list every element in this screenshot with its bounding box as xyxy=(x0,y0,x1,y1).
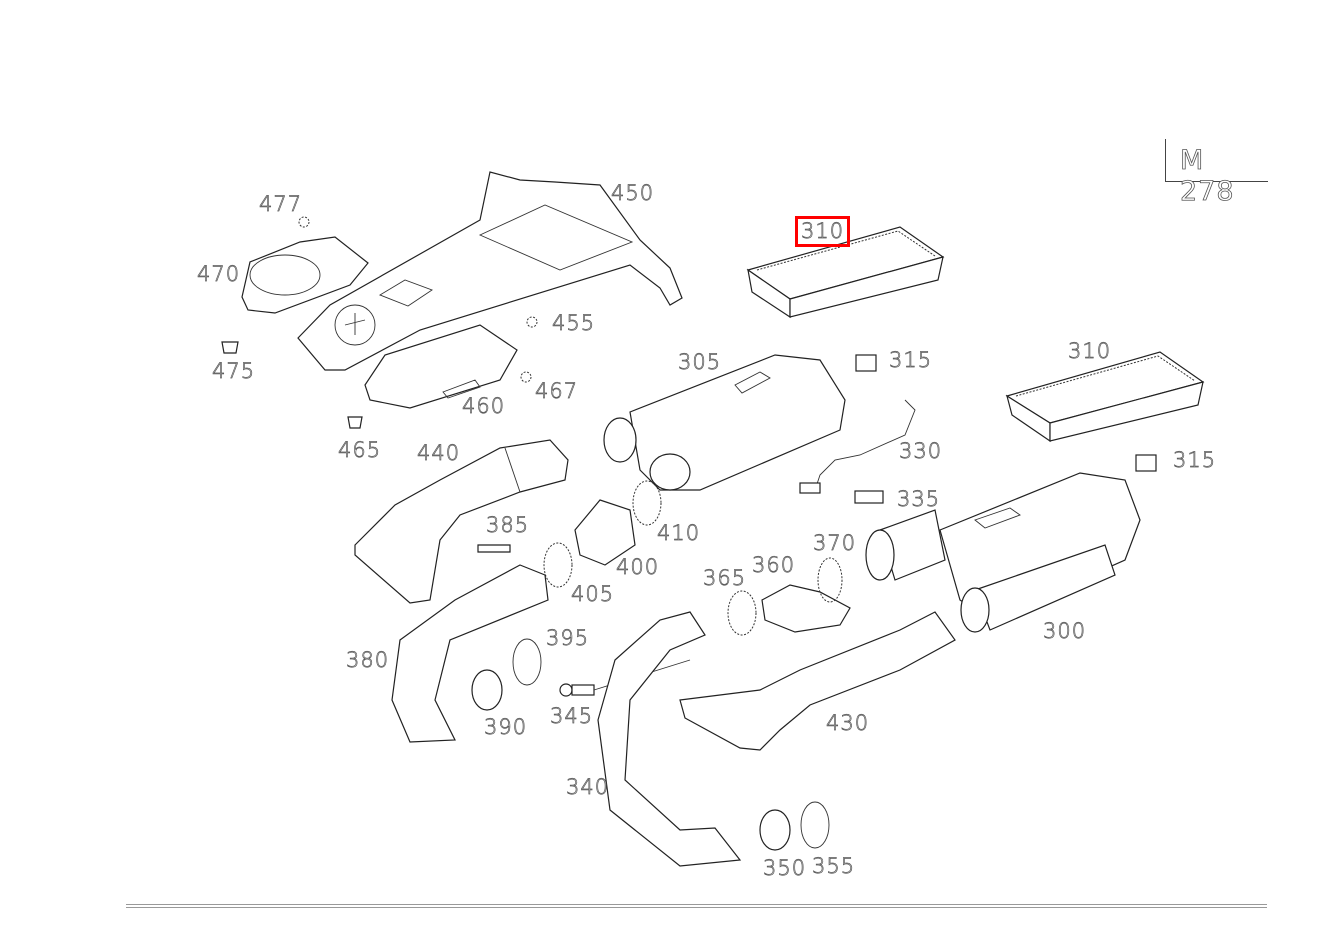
part-callout-355[interactable]: 355 xyxy=(812,854,856,878)
part-callout-465[interactable]: 465 xyxy=(338,438,382,462)
part-callout-477[interactable]: 477 xyxy=(259,192,303,216)
footer-rule-bottom xyxy=(126,907,1267,908)
filter-housing-300-drawing xyxy=(865,472,1141,633)
part-callout-467[interactable]: 467 xyxy=(535,379,579,403)
air-filter-310-left-drawing xyxy=(746,226,945,319)
footer-rule-top xyxy=(126,904,1267,905)
engine-cover-450-drawing xyxy=(297,171,683,371)
part-callout-370[interactable]: 370 xyxy=(813,531,857,555)
part-callout-310-selected[interactable]: 310 xyxy=(794,216,851,247)
air-filter-310-right-drawing xyxy=(1005,351,1205,443)
rings-and-sensors-drawing xyxy=(477,480,851,636)
part-callout-310[interactable]: 310 xyxy=(1068,339,1112,363)
fasteners-drawing xyxy=(221,216,538,429)
part-callout-335[interactable]: 335 xyxy=(897,487,941,511)
part-callout-430[interactable]: 430 xyxy=(826,711,870,735)
sensor-315-330-335-drawing xyxy=(799,354,1157,504)
part-callout-410[interactable]: 410 xyxy=(657,521,701,545)
part-callout-470[interactable]: 470 xyxy=(197,262,241,286)
part-callout-390[interactable]: 390 xyxy=(484,715,528,739)
part-callout-365[interactable]: 365 xyxy=(703,566,747,590)
part-callout-340[interactable]: 340 xyxy=(566,775,610,799)
part-callout-360[interactable]: 360 xyxy=(752,553,796,577)
part-callout-400[interactable]: 400 xyxy=(616,555,660,579)
part-callout-345[interactable]: 345 xyxy=(550,704,594,728)
part-callout-385[interactable]: 385 xyxy=(486,513,530,537)
part-callout-305[interactable]: 305 xyxy=(678,350,722,374)
part-callout-315[interactable]: 315 xyxy=(889,348,933,372)
hose-340-drawing xyxy=(597,611,830,867)
part-callout-330[interactable]: 330 xyxy=(899,439,943,463)
part-callout-405[interactable]: 405 xyxy=(571,582,615,606)
model-label: M 278 xyxy=(1180,145,1235,208)
part-callout-380[interactable]: 380 xyxy=(346,648,390,672)
part-callout-395[interactable]: 395 xyxy=(546,626,590,650)
part-callout-460[interactable]: 460 xyxy=(462,394,506,418)
part-callout-455[interactable]: 455 xyxy=(552,311,596,335)
hose-380-drawing xyxy=(391,564,549,743)
air-duct-430-drawing xyxy=(679,611,956,751)
model-label-box: M 278 xyxy=(1165,139,1268,207)
part-callout-300[interactable]: 300 xyxy=(1043,619,1087,643)
air-duct-440-drawing xyxy=(354,439,569,604)
cover-470-drawing xyxy=(241,236,369,314)
filter-housing-305-drawing xyxy=(603,354,846,491)
cover-460-drawing xyxy=(364,324,518,409)
part-callout-475[interactable]: 475 xyxy=(212,359,256,383)
part-callout-440[interactable]: 440 xyxy=(417,441,461,465)
part-callout-315[interactable]: 315 xyxy=(1173,448,1217,472)
part-callout-350[interactable]: 350 xyxy=(763,856,807,880)
part-callout-450[interactable]: 450 xyxy=(611,181,655,205)
